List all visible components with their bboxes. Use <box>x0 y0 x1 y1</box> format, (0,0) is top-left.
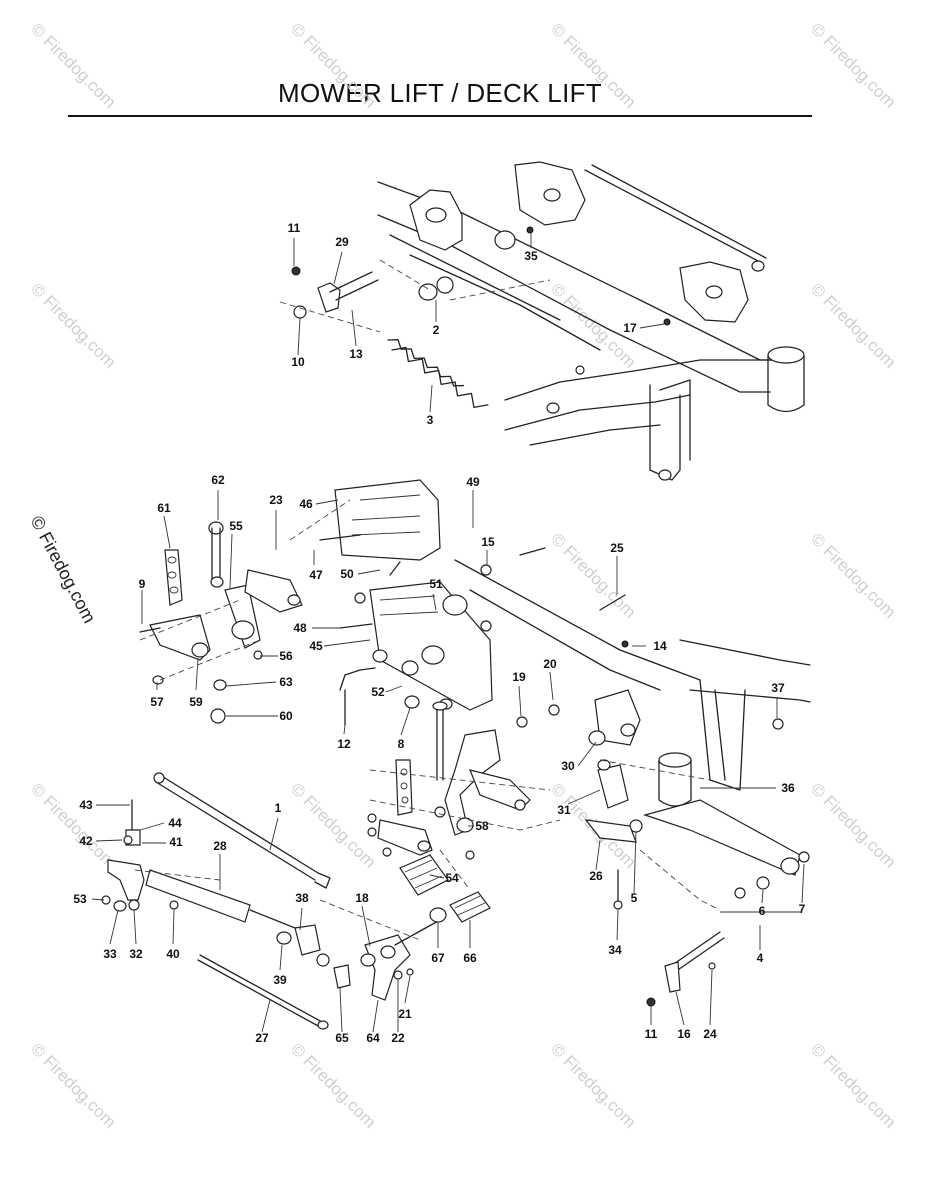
callout-21: 21 <box>398 1007 412 1021</box>
watermark-2: © Firedog.com <box>547 19 639 111</box>
callout-1: 1 <box>275 801 282 815</box>
callout-2: 2 <box>433 323 440 337</box>
callout-34: 34 <box>608 943 622 957</box>
callout-10: 10 <box>291 355 305 369</box>
watermark-6: © Firedog.com <box>807 279 899 371</box>
callout-45: 45 <box>309 639 323 653</box>
callout-40: 40 <box>166 947 180 961</box>
callout-63: 63 <box>279 675 293 689</box>
callout-16: 16 <box>677 1027 691 1041</box>
callout-30: 30 <box>561 759 575 773</box>
watermark-8: © Firedog.com <box>807 529 899 621</box>
callout-43: 43 <box>79 798 93 812</box>
callout-22: 22 <box>391 1031 405 1045</box>
callout-31: 31 <box>557 803 571 817</box>
callout-26: 26 <box>589 869 603 883</box>
callout-4: 4 <box>757 951 764 965</box>
callout-15: 15 <box>481 535 495 549</box>
watermark-12: © Firedog.com <box>807 779 899 871</box>
callout-24: 24 <box>703 1027 717 1041</box>
callout-41: 41 <box>169 835 183 849</box>
callout-37: 37 <box>771 681 785 695</box>
callout-33: 33 <box>103 947 117 961</box>
callout-13: 13 <box>349 347 363 361</box>
callout-27: 27 <box>255 1031 269 1045</box>
callout-35: 35 <box>524 249 538 263</box>
frame-assembly <box>279 161 805 481</box>
right-frame <box>584 639 811 1007</box>
callout-67: 67 <box>431 951 445 965</box>
callout-66: 66 <box>463 951 477 965</box>
callout-28: 28 <box>213 839 227 853</box>
callout-57: 57 <box>150 695 164 709</box>
callout-25: 25 <box>610 541 624 555</box>
callout-50: 50 <box>340 567 354 581</box>
callout-32: 32 <box>129 947 143 961</box>
lower-linkage <box>101 701 561 1030</box>
watermark-13: © Firedog.com <box>27 1039 119 1131</box>
callout-58: 58 <box>475 819 489 833</box>
watermark-9: © Firedog.com <box>27 779 119 871</box>
callout-61: 61 <box>157 501 171 515</box>
callout-55: 55 <box>229 519 243 533</box>
callout-6: 6 <box>759 904 766 918</box>
side-watermark: © Firedog.com <box>26 512 99 626</box>
callout-23: 23 <box>269 493 283 507</box>
watermark-7: © Firedog.com <box>547 529 639 621</box>
callout-11: 11 <box>288 221 301 235</box>
callout-47: 47 <box>309 568 323 582</box>
callout-14: 14 <box>653 639 667 653</box>
callout-44: 44 <box>168 816 182 830</box>
callout-49: 49 <box>466 475 480 489</box>
callout-11: 11 <box>645 1027 658 1041</box>
watermark-1: © Firedog.com <box>287 19 379 111</box>
callout-19: 19 <box>512 670 526 684</box>
callout-46: 46 <box>299 497 313 511</box>
spring <box>387 339 489 409</box>
callout-20: 20 <box>543 657 557 671</box>
callout-54: 54 <box>445 871 459 885</box>
watermark-14: © Firedog.com <box>287 1039 379 1131</box>
callout-38: 38 <box>295 891 309 905</box>
callout-8: 8 <box>398 737 405 751</box>
watermark-15: © Firedog.com <box>547 1039 639 1131</box>
callout-53: 53 <box>73 892 87 906</box>
callout-9: 9 <box>139 577 146 591</box>
title-rule <box>68 115 812 117</box>
callout-17: 17 <box>623 321 637 335</box>
callout-59: 59 <box>189 695 203 709</box>
callout-56: 56 <box>279 649 293 663</box>
watermark-4: © Firedog.com <box>27 279 119 371</box>
callout-5: 5 <box>631 891 638 905</box>
callout-65: 65 <box>335 1031 349 1045</box>
callout-62: 62 <box>211 473 225 487</box>
callout-39: 39 <box>273 973 287 987</box>
callout-64: 64 <box>366 1031 380 1045</box>
watermark-10: © Firedog.com <box>287 779 379 871</box>
callout-18: 18 <box>355 891 369 905</box>
callout-36: 36 <box>781 781 795 795</box>
leader-lines <box>91 228 805 1033</box>
callout-3: 3 <box>427 413 434 427</box>
watermark-16: © Firedog.com <box>807 1039 899 1131</box>
callout-12: 12 <box>337 737 351 751</box>
callout-51: 51 <box>429 577 443 591</box>
lift-plate-assembly <box>139 479 701 728</box>
callout-60: 60 <box>279 709 293 723</box>
watermark-3: © Firedog.com <box>807 19 899 111</box>
callout-7: 7 <box>799 902 806 916</box>
callout-52: 52 <box>371 685 385 699</box>
callout-48: 48 <box>293 621 307 635</box>
callout-29: 29 <box>335 235 349 249</box>
page-title: MOWER LIFT / DECK LIFT <box>278 78 602 108</box>
watermark-0: © Firedog.com <box>27 19 119 111</box>
callout-42: 42 <box>79 834 93 848</box>
